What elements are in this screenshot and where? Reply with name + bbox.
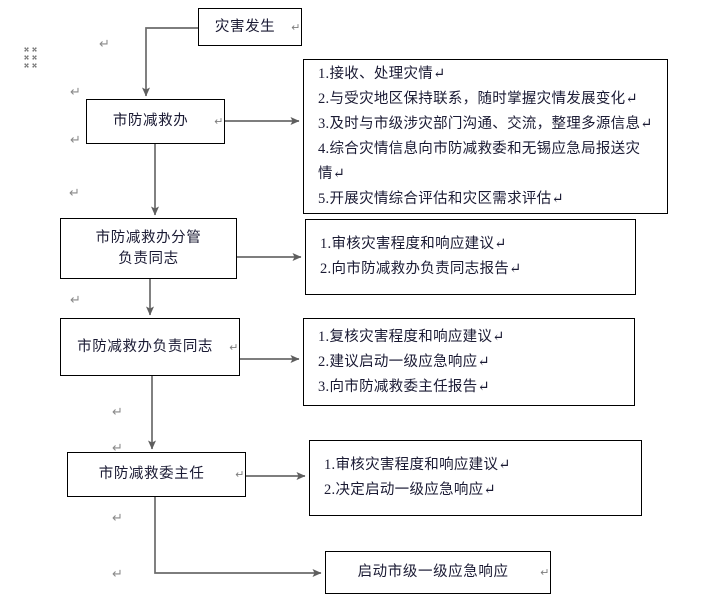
node-office-head[interactable]: 市防减救办负责同志 ↵: [60, 318, 240, 376]
paragraph-mark: ↵: [540, 566, 550, 579]
paragraph-mark: ↵: [112, 567, 123, 582]
paragraph-mark: ↵: [70, 293, 81, 308]
grip-dot: [24, 55, 29, 60]
detail-box-head-duties[interactable]: 1.复核灾害程度和响应建议↵ 2.建议启动一级应急响应↵ 3.向市防减救委主任报…: [303, 318, 635, 406]
grip-dot: [24, 63, 29, 68]
paragraph-mark: ↵: [69, 186, 80, 201]
connector-director-to-launch: [154, 497, 322, 577]
node-launch-response[interactable]: 启动市级一级应急响应 ↵: [325, 551, 551, 594]
detail-item: 5.开展灾情综合评估和灾区需求评估↵: [318, 190, 564, 207]
detail-item: 1.审核灾害程度和响应建议↵: [324, 457, 511, 473]
node-city-office[interactable]: 市防减救办 ↵: [86, 99, 225, 144]
detail-item: 2.向市防减救办负责同志报告↵: [320, 261, 522, 277]
node-label: 市防减救办: [112, 113, 189, 129]
detail-box-deputy-duties[interactable]: 1.审核灾害程度和响应建议↵ 2.向市防减救办负责同志报告↵: [305, 219, 636, 295]
detail-box-director-duties[interactable]: 1.审核灾害程度和响应建议↵ 2.决定启动一级应急响应↵: [309, 440, 642, 516]
detail-item: 1.审核灾害程度和响应建议↵: [320, 236, 507, 252]
detail-item: 3.向市防减救委主任报告↵: [318, 378, 490, 395]
grip-dot: [32, 63, 37, 68]
paragraph-mark: ↵: [235, 468, 245, 481]
detail-item: 4.综合灾情信息向市防减救委和无锡应急局报送灾: [318, 140, 641, 157]
grip-dot: [24, 47, 29, 52]
node-disaster-event[interactable]: 灾害发生 ↵: [198, 8, 302, 46]
paragraph-mark: ↵: [112, 511, 123, 526]
detail-item: 2.建议启动一级应急响应↵: [318, 353, 490, 370]
detail-item: 1.接收、处理灾情↵: [318, 65, 446, 82]
paragraph-mark: ↵: [70, 85, 81, 100]
detail-item: 2.决定启动一级应急响应↵: [324, 482, 496, 498]
node-label: 市防减救办负责同志: [77, 338, 214, 355]
paragraph-mark: ↵: [229, 340, 239, 354]
drag-grip-handle[interactable]: [24, 47, 37, 68]
detail-item: 情↵: [318, 165, 346, 182]
paragraph-mark: ↵: [291, 20, 301, 34]
node-label-line1: 市防减救办分管: [95, 229, 202, 246]
paragraph-mark: ↵: [99, 37, 110, 52]
paragraph-mark: ↵: [112, 441, 123, 456]
node-label-line2: 负责同志: [118, 250, 179, 267]
grip-dot: [32, 47, 37, 52]
paragraph-mark: ↵: [214, 115, 224, 128]
detail-item: 3.及时与市级涉灾部门沟通、交流，整理多源信息↵: [318, 115, 653, 132]
node-label: 启动市级一级应急响应: [357, 564, 509, 580]
paragraph-mark: ↵: [70, 133, 81, 148]
node-committee-director[interactable]: 市防减救委主任 ↵: [67, 452, 246, 497]
detail-item: 1.复核灾害程度和响应建议↵: [318, 328, 505, 345]
detail-item: 2.与受灾地区保持联系，随时掌握灾情发展变化↵: [318, 90, 638, 107]
node-label: 市防减救委主任: [98, 466, 205, 482]
paragraph-mark: ↵: [112, 405, 123, 420]
detail-box-office-duties[interactable]: 1.接收、处理灾情↵ 2.与受灾地区保持联系，随时掌握灾情发展变化↵ 3.及时与…: [303, 59, 668, 214]
grip-dot: [32, 55, 37, 60]
node-office-deputy-leader[interactable]: 市防减救办分管 负责同志: [60, 218, 237, 279]
node-label: 灾害发生: [214, 18, 276, 35]
connector-event-to-office: [142, 27, 198, 97]
